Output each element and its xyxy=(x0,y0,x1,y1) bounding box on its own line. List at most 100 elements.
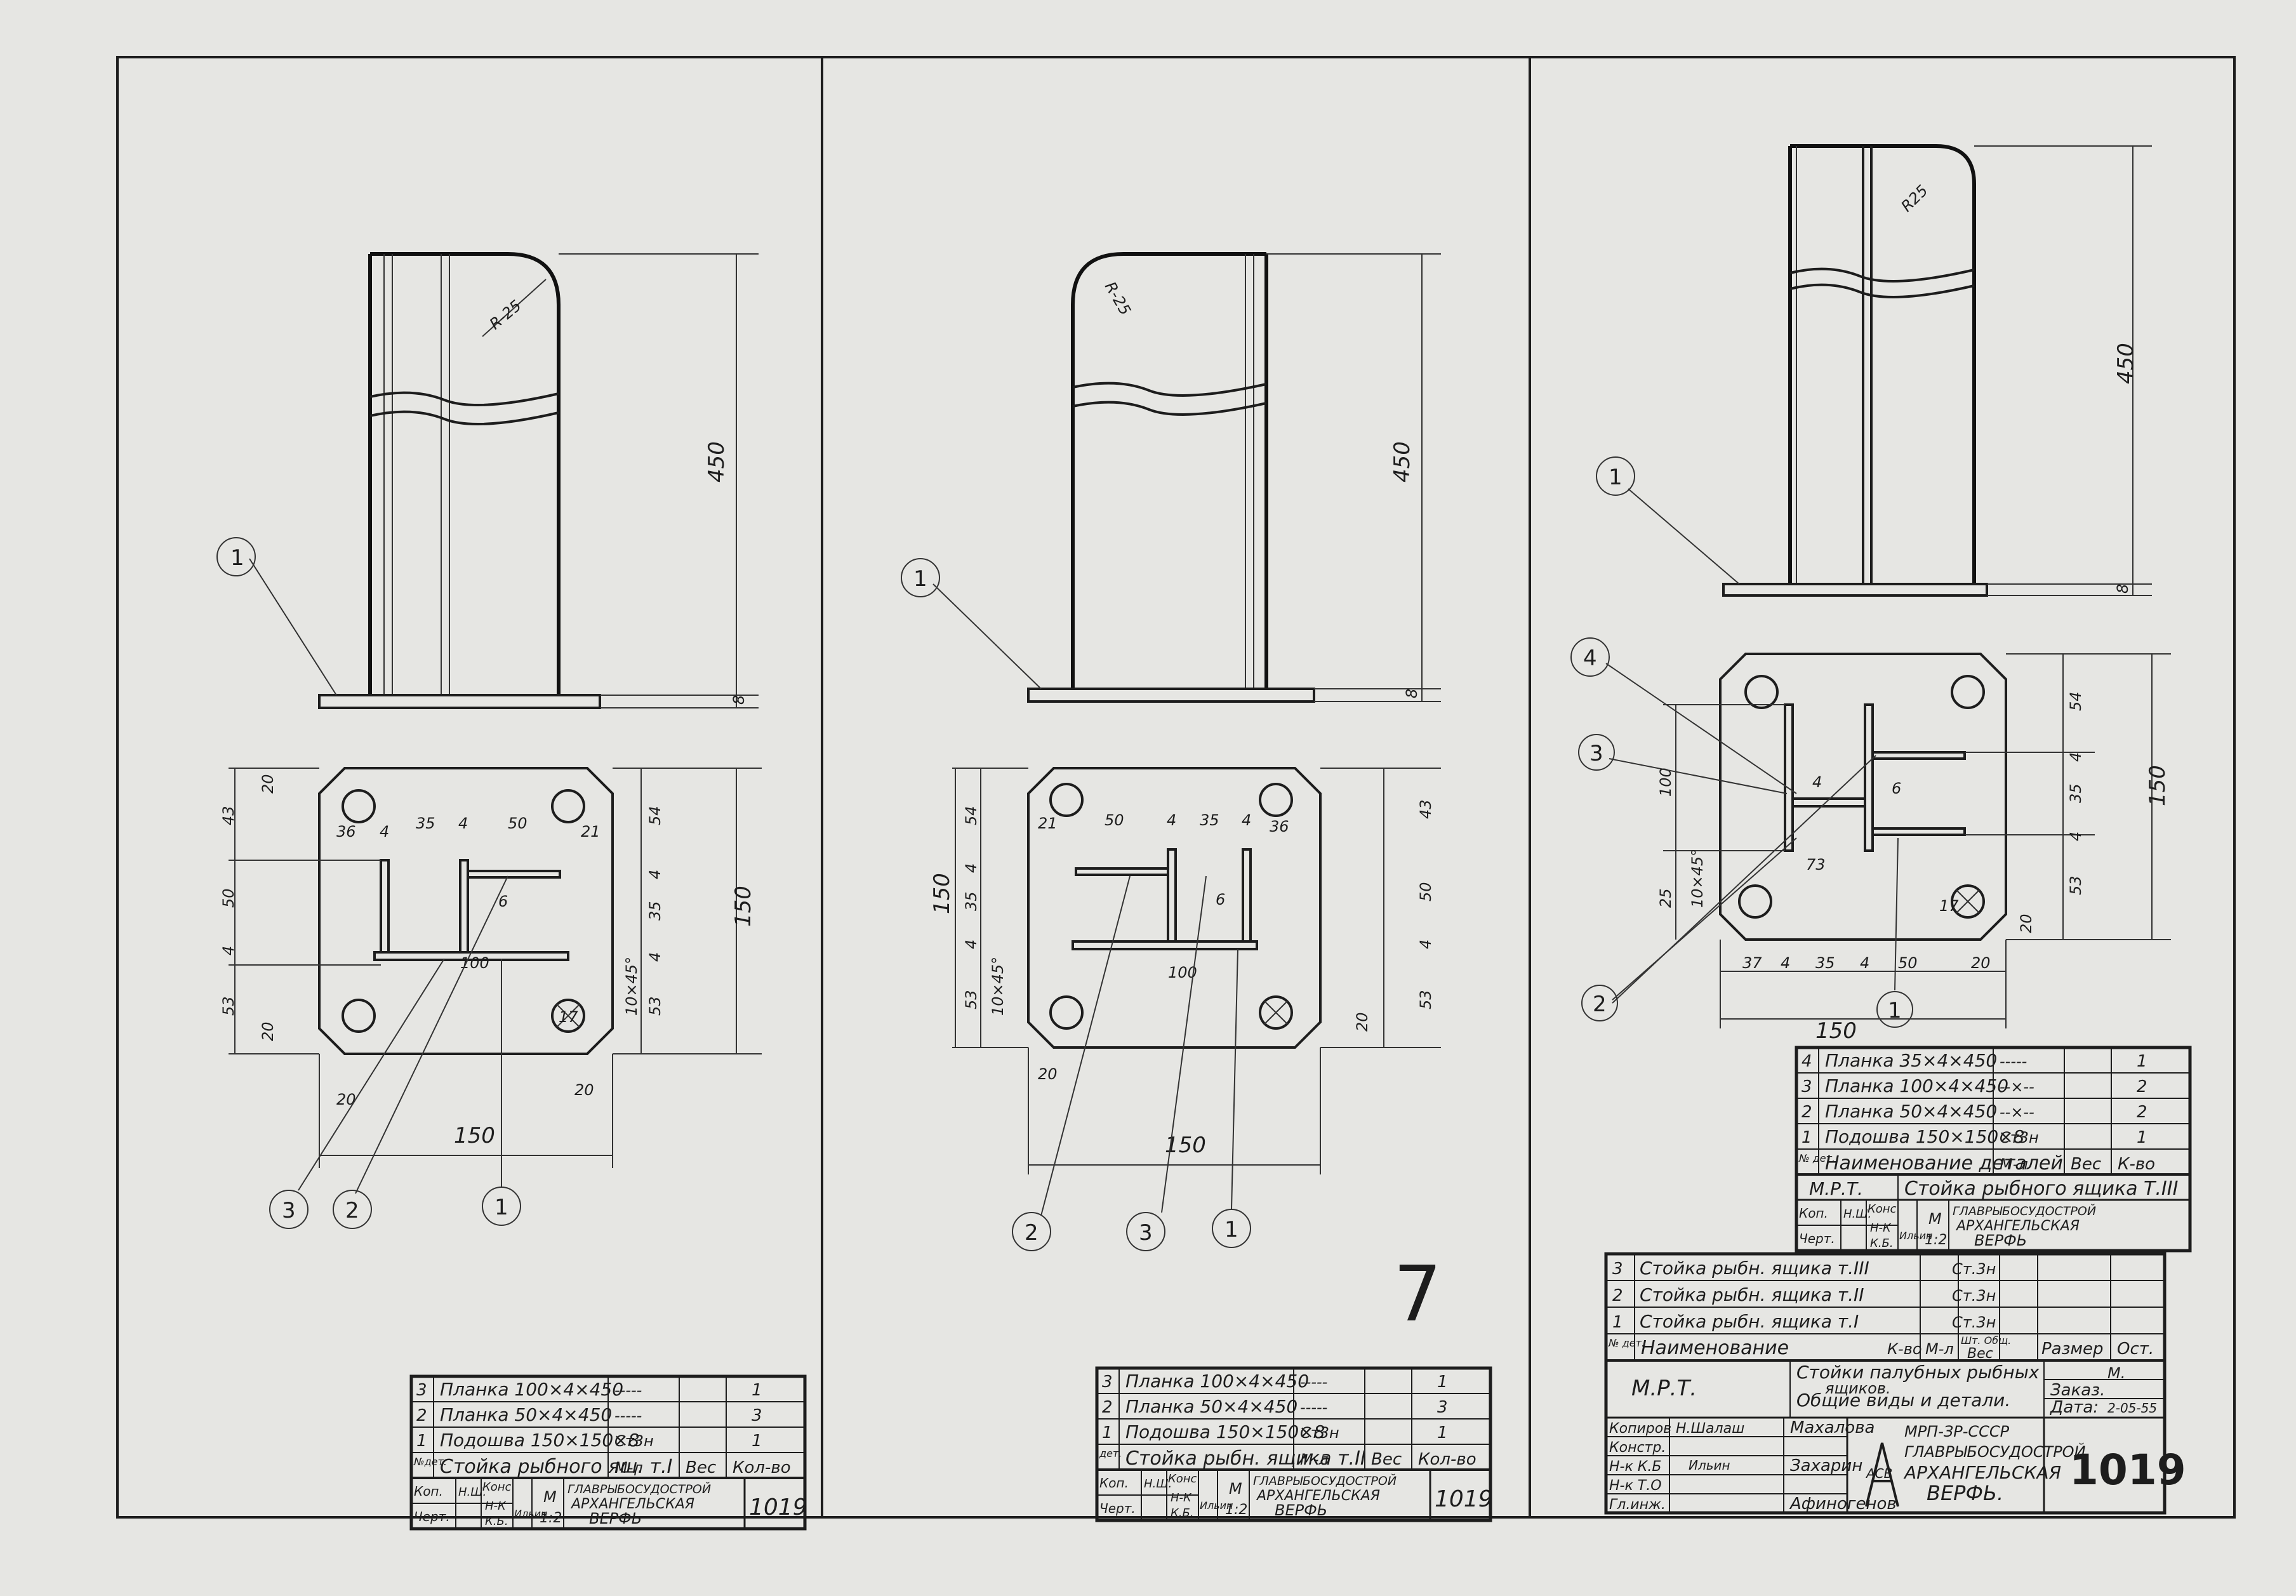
dim-21: 21 xyxy=(581,823,601,841)
dim-right-53: 53 xyxy=(646,996,664,1016)
dim-right-150: 150 xyxy=(2145,765,2170,806)
callout-4: 4 xyxy=(1583,646,1597,671)
table-frame xyxy=(1795,1046,2192,1253)
dim-4a: 4 xyxy=(380,823,389,841)
dim-left-100: 100 xyxy=(1657,768,1675,797)
callout-1-top-label: 1 xyxy=(230,545,244,571)
dim-100: 100 xyxy=(460,954,489,972)
height-dim: 450 xyxy=(2113,343,2139,384)
dim-right-54: 54 xyxy=(646,806,664,825)
head-name: Стойка рыбн. ящика т.II xyxy=(1125,1447,1366,1470)
kons-label: Конс xyxy=(1168,1472,1197,1486)
dim-hole: 17 xyxy=(559,1008,578,1026)
part-material: --×-- xyxy=(2000,1078,2034,1096)
dim-right-20: 20 xyxy=(1353,1012,1371,1032)
part-title: Стойка рыбного ящика Т.III xyxy=(1904,1178,2179,1200)
dim-bot20: 20 xyxy=(1038,1065,1058,1083)
dim-weld: 6 xyxy=(1216,891,1225,908)
main-part-number: 2 xyxy=(1612,1286,1623,1305)
dim-chamfer: 10×45° xyxy=(989,957,1007,1016)
signature-2: Ильин xyxy=(514,1508,547,1520)
part-number: 3 xyxy=(1102,1373,1113,1392)
callout-3: 3 xyxy=(1589,741,1603,766)
main-mrt: М.Р.Т. xyxy=(1631,1376,1697,1401)
main-head-size: Размер xyxy=(2041,1340,2104,1359)
part-qty: 1 xyxy=(2137,1128,2147,1147)
dim-36: 36 xyxy=(1270,818,1289,835)
head-n: дет. xyxy=(1099,1447,1122,1460)
org-2: АРХАНГЕЛЬСКАЯ xyxy=(570,1496,694,1512)
part-name: Планка 50×4×450 xyxy=(1825,1101,1997,1122)
nk-label: Н-К xyxy=(1870,1221,1892,1235)
callout-1-bottom: 1 xyxy=(1888,998,1902,1023)
dim-50: 50 xyxy=(508,815,528,832)
part-name: Подошва 150×150×8 xyxy=(440,1430,639,1451)
part-material: Ст3н xyxy=(1300,1424,1339,1442)
signature-2: Ильин xyxy=(1899,1230,1932,1242)
main-title-1: Стойки палубных рыбных xyxy=(1796,1362,2040,1383)
dim-150: 150 xyxy=(1815,1018,1857,1044)
main-title-2: ящиков. xyxy=(1825,1380,1891,1397)
dim-left-50: 50 xyxy=(220,888,237,908)
role-1: Констр. xyxy=(1609,1440,1666,1456)
org-3: ВЕРФЬ xyxy=(1974,1232,2027,1249)
org-1: ГЛАВРЫБОСУДОСТРОЙ xyxy=(1253,1473,1397,1488)
head-mat: М-л xyxy=(1300,1451,1329,1468)
plan-view: 54 4 35 4 53 20 150 100 25 10×45° 4 73 6… xyxy=(1570,637,2171,1044)
m-label: М xyxy=(1229,1480,1242,1498)
org-3: ВЕРФЬ xyxy=(589,1510,642,1527)
part-qty: 1 xyxy=(1437,1423,1448,1442)
dim-right-53: 53 xyxy=(2067,875,2085,895)
table-frame xyxy=(409,1374,807,1531)
role-3: Н-к Т.О xyxy=(1609,1478,1662,1494)
part-number: 4 xyxy=(1802,1052,1812,1071)
part-name: Планка 100×4×450 xyxy=(1125,1371,1309,1392)
dim-right-35: 35 xyxy=(2067,783,2085,803)
main-part-number: 1 xyxy=(1612,1313,1623,1332)
sheet-number: 1019 xyxy=(749,1494,807,1520)
role-4: Гл.инж. xyxy=(1609,1497,1666,1513)
part-name: Планка 50×4×450 xyxy=(440,1404,612,1425)
head-qty: Кол-во xyxy=(733,1458,791,1477)
kop-label: Коп. xyxy=(1099,1475,1129,1491)
callout-2: 2 xyxy=(345,1198,359,1223)
dim-left-20: 20 xyxy=(259,774,277,794)
signature-1: Н.Ш. xyxy=(1843,1207,1871,1221)
head-n: № дет. xyxy=(1798,1152,1835,1164)
part-number: 3 xyxy=(416,1381,427,1400)
signature-1: Н.Ш. xyxy=(1144,1477,1172,1491)
sheet-type2: 450 8 R-25 1 150 54 4 35 xyxy=(901,252,1493,1522)
person-name-4: Афиногенов xyxy=(1789,1494,1897,1513)
dim-b4a: 4 xyxy=(1781,954,1790,972)
head-qty: Кол-во xyxy=(1418,1450,1476,1469)
main-head-wt3: Вес xyxy=(1967,1346,1993,1362)
org-3: ВЕРФЬ xyxy=(1275,1501,1327,1519)
callout-3: 3 xyxy=(282,1198,296,1223)
main-head-wt: Шт. Общ. xyxy=(1961,1334,2011,1347)
kop-label: Коп. xyxy=(414,1484,443,1499)
nk-label: Н-К xyxy=(1171,1491,1192,1505)
base-dim: 8 xyxy=(730,695,748,705)
main-head-ost: Ост. xyxy=(2117,1340,2154,1359)
main-part-material: Ст.3н xyxy=(1952,1260,1996,1278)
part-qty: 1 xyxy=(2137,1052,2147,1071)
part-number: 2 xyxy=(1102,1398,1113,1417)
head-wt: Вес xyxy=(1371,1450,1402,1469)
cher-label: Черт. xyxy=(414,1509,450,1524)
kons-label: Конс xyxy=(482,1480,512,1494)
dim-4a: 4 xyxy=(1167,811,1176,829)
dim-35: 35 xyxy=(416,815,435,832)
dim-b20: 20 xyxy=(1971,954,1991,972)
dim-b4b: 4 xyxy=(1860,954,1869,972)
dim-bot20b: 20 xyxy=(574,1081,594,1099)
main-data-value: 2-05-55 xyxy=(2107,1400,2157,1416)
part-qty: 2 xyxy=(2137,1103,2147,1122)
main-head-name: Наименование xyxy=(1641,1337,1789,1359)
dim-right-54: 54 xyxy=(2067,691,2085,711)
main-head-qty: К-во xyxy=(1887,1340,1922,1358)
dim-b50: 50 xyxy=(1898,954,1918,972)
main-zakaz: Заказ. xyxy=(2050,1381,2105,1400)
head-mat: М-л xyxy=(614,1459,643,1477)
